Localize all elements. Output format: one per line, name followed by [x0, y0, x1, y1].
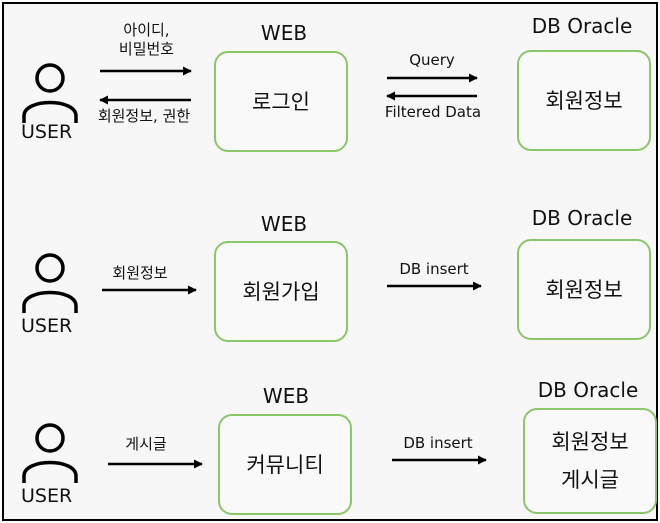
web-title: WEB	[260, 212, 308, 236]
arrow-label-filtered: Filtered Data	[384, 103, 482, 121]
user-label: USER	[21, 485, 73, 507]
db-box: 회원정보 게시글	[523, 408, 657, 514]
db-box-label: 회원정보	[545, 277, 623, 302]
db-box-label: 회원정보	[551, 430, 629, 454]
web-title: WEB	[260, 21, 308, 45]
db-title: DB Oracle	[531, 206, 633, 230]
arrow-label-post: 게시글	[116, 435, 176, 454]
arrow-label-db-insert: DB insert	[403, 434, 473, 452]
user-icon	[22, 63, 78, 123]
web-box-signup: 회원가입	[214, 241, 348, 342]
diagram-lines	[22, 63, 487, 483]
arrow-label-member-info: 회원정보, 권한	[97, 107, 191, 125]
web-box-label: 로그인	[252, 89, 310, 114]
user-icon	[22, 423, 78, 483]
db-box: 회원정보	[517, 239, 651, 340]
db-title: DB Oracle	[531, 14, 633, 38]
arrow-label-line: 비밀번호	[118, 40, 175, 58]
web-title: WEB	[262, 384, 310, 408]
web-box-label: 회원가입	[242, 279, 320, 304]
db-box-label: 게시글	[561, 468, 619, 492]
db-box-label: 회원정보	[545, 88, 623, 113]
db-box: 회원정보	[517, 50, 651, 151]
user-label: USER	[21, 315, 73, 337]
arrow-label-line: 회원정보	[112, 264, 168, 282]
user-label: USER	[21, 121, 73, 143]
web-box-login: 로그인	[214, 51, 348, 152]
arrow-label-query: Query	[409, 51, 455, 69]
db-title: DB Oracle	[537, 378, 639, 402]
arrow-label-line: 게시글	[125, 435, 167, 453]
web-box-community: 커뮤니티	[218, 414, 352, 515]
arrow-label-db-insert: DB insert	[399, 260, 469, 278]
user-icon	[22, 253, 78, 313]
arrow-label-member-info: 회원정보	[104, 264, 176, 283]
arrow-label-line: 아이디,	[123, 21, 170, 39]
arrow-label-credentials: 아이디, 비밀번호	[104, 21, 189, 59]
web-box-label: 커뮤니티	[246, 452, 324, 477]
